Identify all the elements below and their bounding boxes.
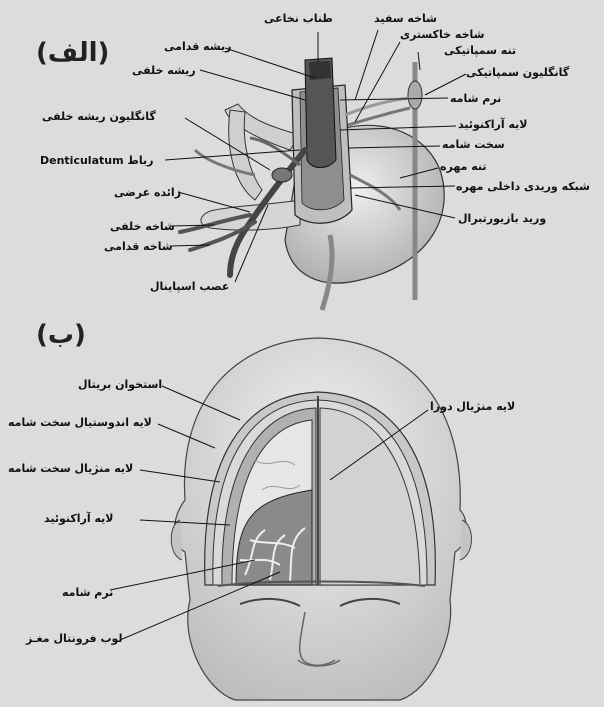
label-internal-venous-plexus: شبکه وریدی داخلی مهره: [456, 180, 590, 193]
label-white-ramus: شاخه سفید: [374, 12, 437, 25]
label-spinal-nerve: عصب اسپاینال: [150, 280, 229, 293]
label-basivertebral-vein: ورید بازیورتبرال: [458, 212, 546, 225]
label-parietal-bone: استخوان بریتال: [78, 378, 162, 391]
label-endosteal-dura: لایه اندوستیال سخت شامه: [8, 416, 152, 429]
label-arachnoid-b: لایه آراکنوئید: [44, 512, 113, 525]
label-meningeal-dura-right: لایه منژیال دورا: [430, 400, 515, 413]
dorsal-root-ganglion-shape: [272, 168, 292, 182]
right-ear: [460, 520, 472, 560]
label-sympathetic-trunk: تنه سمپاتیکی: [444, 44, 516, 57]
head-drawing: [171, 338, 471, 700]
label-pia-mater-a: نرم شامه: [450, 92, 501, 105]
sympathetic-ganglion-shape: [408, 81, 422, 109]
label-arachnoid-a: لایه آراکنوئید: [458, 118, 527, 131]
label-ventral-root: ریشه قدامی: [164, 40, 231, 53]
label-frontal-lobe: لوب فرونتال مغـز: [26, 632, 123, 645]
label-dura-mater: سخت شامه: [442, 138, 505, 151]
label-spinal-cord: طناب نخاعی: [264, 12, 333, 25]
label-dorsal-ramus: شاخه خلفی: [110, 220, 175, 233]
panel-a-title: (الف): [36, 38, 109, 68]
label-dorsal-root: ریشه خلفی: [132, 64, 196, 77]
vertebra-drawing: [180, 58, 444, 310]
label-gray-ramus: شاخه خاکستری: [400, 28, 484, 41]
panel-b-title: (ب): [36, 320, 86, 350]
label-sympathetic-ganglion: گانگلیون سمپاتیکی: [466, 66, 569, 79]
label-dorsal-root-ganglion: گانگلیون ریشه خلفی: [42, 110, 156, 123]
label-transverse-process: زائده عرضی: [114, 186, 181, 199]
label-pia-mater-b: نرم شامه: [62, 586, 113, 599]
white-ramus-shape: [345, 98, 410, 115]
label-meningeal-dura: لایه منژیال سخت شامه: [8, 462, 133, 475]
label-ventral-ramus: شاخه قدامی: [104, 240, 173, 253]
label-vertebral-body: تنه مهره: [440, 160, 487, 173]
label-denticulate-ligament: رباط Denticulatum: [40, 154, 153, 167]
